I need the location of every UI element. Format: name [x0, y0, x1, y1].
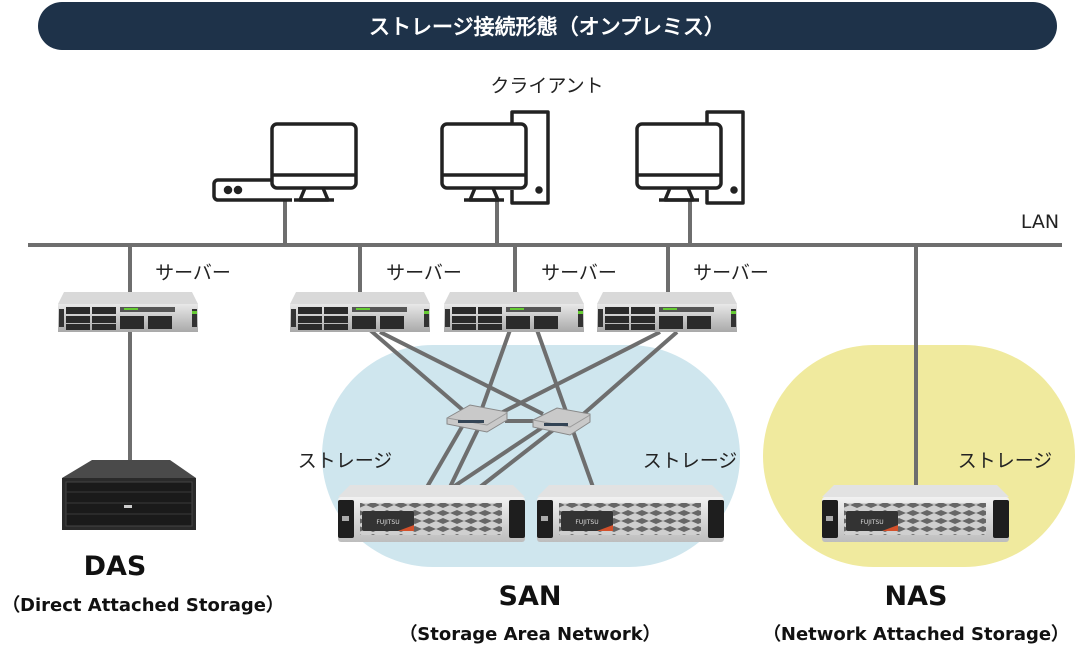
nas-title: NAS	[885, 581, 948, 612]
server-icon	[58, 292, 198, 332]
nas-storage-icon	[822, 485, 1009, 542]
lan-label: LAN	[1021, 211, 1059, 233]
client-tower-icon	[440, 110, 550, 205]
server-label: サーバー	[386, 262, 462, 284]
san-subtitle: （Storage Area Network）	[399, 624, 660, 645]
storage-label: ストレージ	[958, 450, 1053, 472]
san-storage-icon	[537, 485, 724, 542]
san-storage-icon	[338, 485, 525, 542]
client-desktop-icon	[212, 122, 358, 202]
san-title: SAN	[499, 581, 562, 612]
nas-subtitle: （Network Attached Storage）	[763, 624, 1069, 645]
server-icon	[597, 292, 737, 332]
storage-label: ストレージ	[298, 450, 393, 472]
server-label: サーバー	[541, 262, 617, 284]
clients-label: クライアント	[490, 75, 603, 97]
diagram-title: ストレージ接続形態（オンプレミス）	[369, 15, 725, 39]
network-cables	[28, 200, 1062, 505]
das-storage-icon	[62, 460, 196, 530]
server-label: サーバー	[693, 262, 769, 284]
server-label: サーバー	[155, 262, 231, 284]
server-icon	[290, 292, 430, 332]
server-icon	[444, 292, 584, 332]
fc-switch-icon	[446, 404, 508, 433]
client-tower-icon	[635, 110, 745, 205]
title-bar	[38, 2, 1057, 50]
das-title: DAS	[84, 551, 147, 582]
fc-switch-icon	[532, 407, 591, 436]
storage-label: ストレージ	[643, 450, 738, 472]
das-subtitle: （Direct Attached Storage）	[2, 595, 284, 616]
